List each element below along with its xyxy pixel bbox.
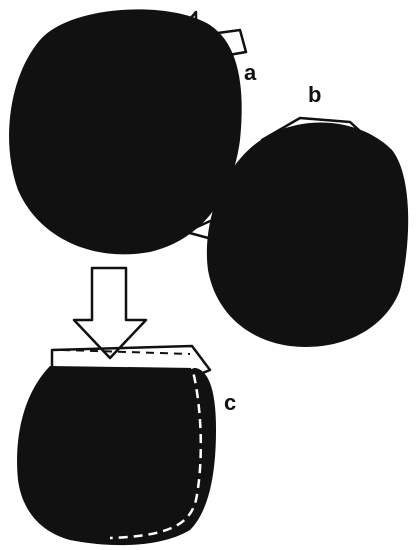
flake-a <box>70 38 152 102</box>
core-a-chip <box>66 42 86 56</box>
strike-arrow-a <box>166 10 248 90</box>
core-c-face <box>20 370 196 540</box>
panel-c: c <box>17 266 236 546</box>
platform-b <box>260 116 394 170</box>
label-a: a <box>244 60 257 85</box>
platform-b-dark <box>256 150 398 182</box>
core-a-shadow <box>9 9 242 255</box>
core-b-face <box>215 131 395 331</box>
force-arrow-icon <box>166 10 248 90</box>
label-b: b <box>308 82 321 107</box>
panel-a: a <box>9 9 257 255</box>
detachment-line-top <box>61 349 191 355</box>
core-c-scars <box>21 390 170 521</box>
core-b-scars <box>219 189 362 307</box>
force-arrow-icon <box>184 180 298 258</box>
panel-b: b <box>184 82 409 347</box>
flake-a-shadow <box>80 96 135 112</box>
core-a-face <box>12 18 206 239</box>
detachment-line-edge <box>109 359 203 540</box>
strike-arrow-b <box>184 180 298 258</box>
force-arrow-icon <box>72 266 148 360</box>
label-c: c <box>224 390 236 415</box>
core-a-scars <box>92 62 178 211</box>
strike-arrow-c <box>72 266 148 360</box>
